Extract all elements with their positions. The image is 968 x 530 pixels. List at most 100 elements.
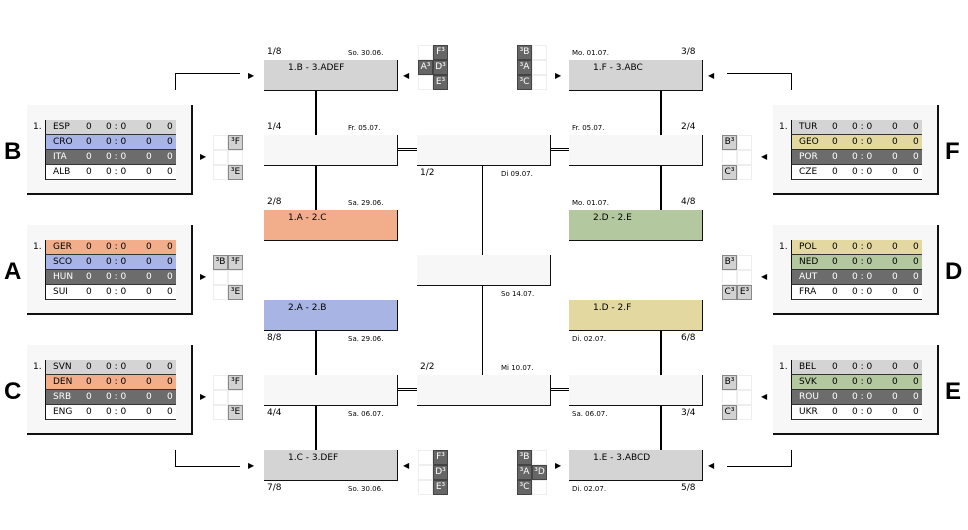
team-pts: 0 [832,362,838,372]
team-team: ENG [53,407,73,417]
match-box[interactable] [417,135,551,166]
team-pts: 0 [86,392,92,402]
team-gp: 0 [913,392,919,402]
match-number: 1/4 [267,122,282,132]
group-letter: C [4,378,22,405]
qualifier-grid-cell: C³ [722,165,737,180]
team-diff: 0 [892,167,898,177]
team-diff: 0 [892,272,898,282]
connector-line [175,73,240,74]
team-pts: 0 [832,137,838,147]
arrow-right-icon: ▶ [248,461,255,470]
team-team: GEO [799,137,819,147]
third-place-grid-cell: F³ [433,45,448,60]
match-date: So. 30.06. [348,485,384,493]
arrow-right-icon: ▶ [200,152,207,161]
match-box[interactable]: 2.D - 2.E [569,210,703,241]
match-box[interactable]: 1.F - 3.ABC [569,60,703,91]
team-goals: 0 : 0 [852,407,873,417]
team-diff: 0 [892,407,898,417]
team-pts: 0 [86,242,92,252]
match-box[interactable]: 1.E - 3.ABCD [569,450,703,481]
match-box[interactable]: 1.C - 3.DEF [264,450,398,481]
match-box[interactable] [417,375,551,406]
team-diff: 0 [146,167,152,177]
rank-label: 1. [33,362,42,372]
match-box[interactable]: 2.A - 2.B [264,300,398,331]
rank-label: 1. [33,242,42,252]
match-box[interactable]: 1.D - 2.F [569,300,703,331]
connector-line [175,73,176,90]
double-connector [315,406,317,450]
team-goals: 0 : 0 [106,152,127,162]
match-box[interactable] [417,255,551,286]
rank-label: 1. [779,242,788,252]
team-pts: 0 [86,407,92,417]
team-pts: 0 [832,407,838,417]
team-diff: 0 [146,272,152,282]
team-team: SVN [53,362,72,372]
team-diff: 0 [892,392,898,402]
team-gp: 0 [167,257,173,267]
match-box[interactable] [264,135,398,166]
team-team: POR [799,152,818,162]
qualifier-grid-cell [213,390,228,405]
double-connector [551,388,569,391]
qualifier-grid-cell: ³E [228,285,243,300]
double-connector [315,91,317,135]
team-team: SCO [53,257,73,267]
match-date: Sa. 29.06. [348,335,384,343]
team-gp: 0 [913,122,919,132]
match-date: Sa. 06.07. [572,410,608,418]
group-letter: E [945,378,962,405]
third-place-grid-cell: ³D [532,465,547,480]
team-team: ROU [799,392,819,402]
match-box[interactable] [569,135,703,166]
match-pairing: 1.C - 3.DEF [288,453,339,463]
match-box[interactable] [264,375,398,406]
match-date: Di 09.07. [501,170,533,178]
connector-line [791,73,792,90]
match-box[interactable]: 1.B - 3.ADEF [264,60,398,91]
team-pts: 0 [86,272,92,282]
qualifier-grid-cell [213,165,228,180]
team-gp: 0 [913,167,919,177]
match-pairing: 2.A - 2.B [288,303,327,313]
team-goals: 0 : 0 [852,122,873,132]
team-team: ALB [53,167,71,177]
third-place-grid-cell [418,75,433,90]
match-box[interactable]: 1.A - 2.C [264,210,398,241]
team-gp: 0 [167,122,173,132]
team-goals: 0 : 0 [106,362,127,372]
team-goals: 0 : 0 [852,272,873,282]
match-number: 3/8 [681,47,696,57]
third-place-grid-cell [418,45,433,60]
team-goals: 0 : 0 [852,392,873,402]
match-box[interactable] [569,375,703,406]
third-place-grid-cell [418,480,433,495]
